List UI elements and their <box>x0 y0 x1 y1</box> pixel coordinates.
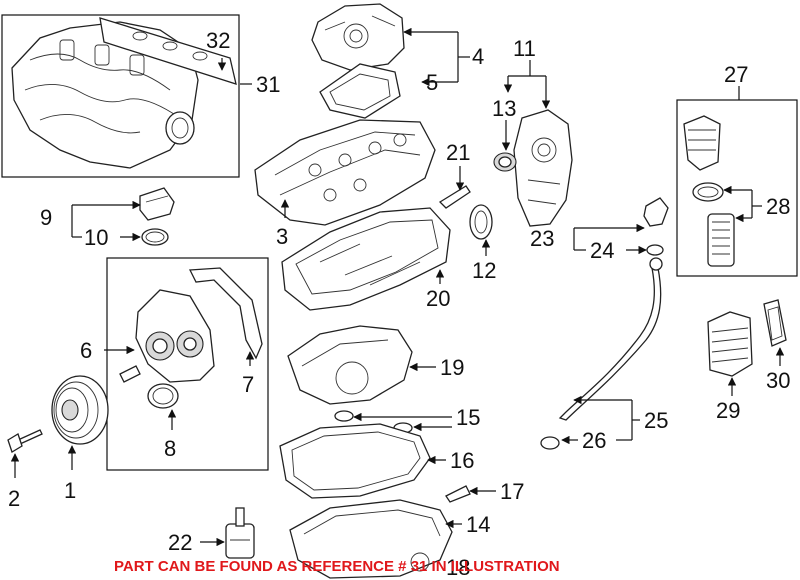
callout-3: 3 <box>276 224 288 249</box>
crankshaft-pulley-part[interactable] <box>51 375 109 445</box>
manifold-gasket-part[interactable] <box>99 17 237 85</box>
callout-7: 7 <box>242 372 254 397</box>
callout-2: 2 <box>8 486 20 511</box>
callout-31: 31 <box>256 72 280 97</box>
callout-28: 28 <box>766 194 790 219</box>
callout-18: 18 <box>446 555 470 580</box>
callout-26: 26 <box>582 428 606 453</box>
oil-separator-part[interactable] <box>311 3 405 71</box>
callout-numbers: 1 2 3 4 5 6 7 8 9 10 11 12 13 14 15 16 1… <box>8 28 790 580</box>
dipstick-handle-part[interactable] <box>643 197 669 227</box>
callout-9: 9 <box>40 205 52 230</box>
intake-manifold-group-box <box>1 14 240 178</box>
callout-5: 5 <box>426 70 438 95</box>
callout-29: 29 <box>716 398 740 423</box>
sensor-part[interactable] <box>438 185 471 209</box>
oil-level-sensor-part[interactable] <box>225 507 255 559</box>
callout-21: 21 <box>446 140 470 165</box>
callout-13: 13 <box>492 96 516 121</box>
filter-cap-part[interactable] <box>683 115 721 171</box>
callout-32: 32 <box>206 28 230 53</box>
oil-pump-part[interactable] <box>287 325 413 405</box>
separator-gasket-part[interactable] <box>319 63 401 119</box>
cooler-gasket-part[interactable] <box>763 299 787 347</box>
oil-cap-seal-part[interactable] <box>141 228 169 246</box>
tube-seal-part[interactable] <box>540 436 560 450</box>
drain-plug-part[interactable] <box>445 485 471 503</box>
callout-1: 1 <box>64 478 76 503</box>
oil-cooler-part[interactable] <box>707 311 753 377</box>
pulley-bolt-part[interactable] <box>7 429 43 453</box>
callout-22: 22 <box>168 530 192 555</box>
callout-23: 23 <box>530 226 554 251</box>
callout-19: 19 <box>440 355 464 380</box>
callout-20: 20 <box>426 286 450 311</box>
intake-manifold-part[interactable] <box>11 21 199 169</box>
callout-25: 25 <box>644 408 668 433</box>
callout-16: 16 <box>450 448 474 473</box>
timing-cover-bolt-part[interactable] <box>119 365 141 383</box>
callout-17: 17 <box>500 479 524 504</box>
callout-4: 4 <box>472 44 484 69</box>
crankshaft-seal-part[interactable] <box>469 204 493 240</box>
timing-cover-group-box <box>106 257 269 471</box>
callout-12: 12 <box>472 258 496 283</box>
timing-cover-seal-part[interactable] <box>493 152 517 172</box>
callout-10: 10 <box>84 225 108 250</box>
reference-note: PART CAN BE FOUND AS REFERENCE # 31 IN I… <box>114 558 560 575</box>
callout-8: 8 <box>164 436 176 461</box>
oil-pan-part[interactable] <box>289 499 453 579</box>
callout-11: 11 <box>513 36 536 61</box>
oil-filter-element-part[interactable] <box>707 213 735 267</box>
oil-filler-cap-part[interactable] <box>139 187 175 221</box>
callout-30: 30 <box>766 368 790 393</box>
lower-timing-cover-part[interactable] <box>135 289 215 383</box>
cover-seal-part[interactable] <box>147 383 179 409</box>
callout-14: 14 <box>466 512 490 537</box>
callout-24: 24 <box>590 238 614 263</box>
leader-lines <box>10 27 785 547</box>
oil-pan-gasket-part[interactable] <box>279 423 431 499</box>
cylinder-head-frame-part[interactable] <box>281 207 451 311</box>
oil-filter-group-box <box>676 99 798 277</box>
callout-27: 27 <box>724 62 748 87</box>
filter-seal-part[interactable] <box>692 182 724 202</box>
timing-cover-gasket-part[interactable] <box>188 267 263 360</box>
timing-cover-part[interactable] <box>513 109 573 227</box>
dipstick-tube-part[interactable] <box>558 257 663 421</box>
valve-cover-part[interactable] <box>254 119 436 226</box>
dipstick-seal-part[interactable] <box>646 244 664 256</box>
callout-15: 15 <box>456 405 480 430</box>
callout-6: 6 <box>80 338 92 363</box>
